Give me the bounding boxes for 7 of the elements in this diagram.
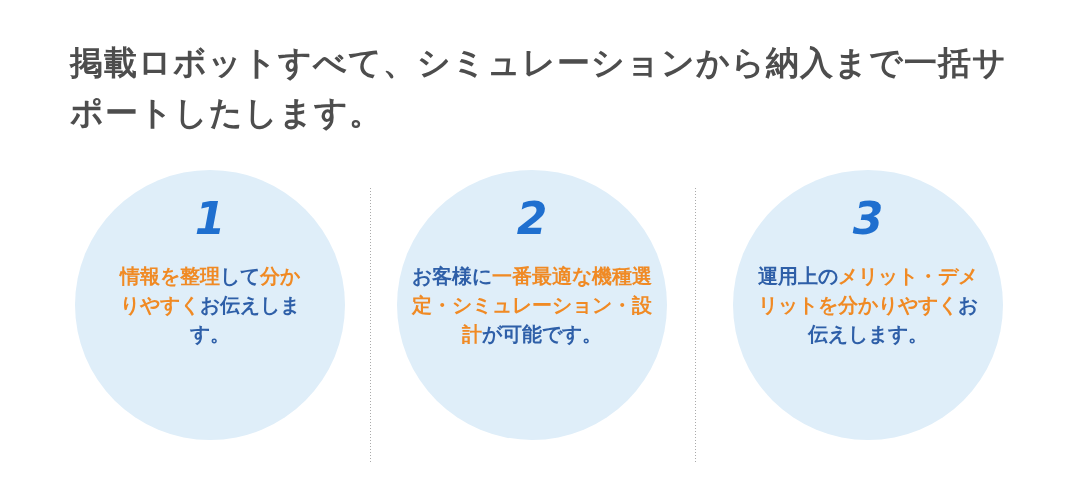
step-number: 2 (515, 194, 549, 244)
step-number: 3 (851, 194, 885, 244)
step-text: 運用上のメリット・デメリットを分かりやすくお伝えします。 (757, 263, 979, 348)
step-number: 1 (193, 194, 227, 244)
step-text: お客様に一番最適な機種選定・シミュレーション・設計が可能です。 (410, 263, 653, 348)
heading: 掲載ロボットすべて、シミュレーションから納入まで一括サポートしたします。 (70, 42, 1008, 134)
step-text: 情報を整理して分かりやすくお伝えします。 (118, 263, 301, 348)
